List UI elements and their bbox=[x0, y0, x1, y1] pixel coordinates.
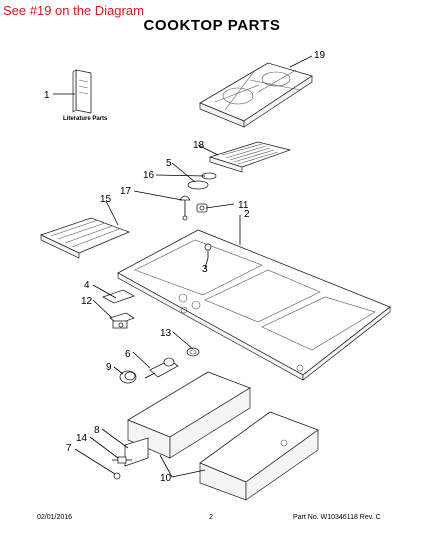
footer-page-number: 2 bbox=[209, 514, 213, 521]
callout-19: 19 bbox=[314, 50, 326, 61]
valve-stem bbox=[144, 357, 179, 379]
footer-part-number: Part No. W10346118 Rev. C bbox=[293, 514, 381, 521]
callout-15: 15 bbox=[100, 194, 112, 205]
footer-date: 02/01/2016 bbox=[37, 514, 73, 521]
callout-12: 12 bbox=[81, 296, 93, 307]
callout-8: 8 bbox=[94, 425, 100, 436]
box-screw bbox=[113, 472, 121, 480]
cooktop-main-top bbox=[117, 229, 391, 381]
callout-2: 2 bbox=[244, 209, 250, 220]
griddle-grate bbox=[39, 217, 131, 259]
burner-box-upper bbox=[127, 371, 251, 459]
page-title: COOKTOP PARTS bbox=[143, 17, 281, 34]
literature-parts-label: Literature Parts bbox=[63, 116, 108, 122]
control-knob bbox=[119, 370, 137, 384]
callout-7: 7 bbox=[66, 443, 72, 454]
mounting-screw bbox=[204, 243, 212, 258]
burner-cover bbox=[208, 141, 292, 173]
burner-valve bbox=[112, 456, 132, 464]
callout-9: 9 bbox=[106, 362, 112, 373]
knob-bezel bbox=[186, 347, 200, 357]
burner-cap bbox=[187, 180, 209, 190]
leader-lines bbox=[53, 55, 313, 478]
callout-16: 16 bbox=[143, 170, 155, 181]
callout-18: 18 bbox=[193, 140, 205, 151]
callout-3: 3 bbox=[202, 264, 208, 275]
igniter-spacer bbox=[102, 289, 135, 304]
igniter-pin bbox=[179, 195, 191, 221]
callout-4: 4 bbox=[84, 280, 90, 291]
valve-bracket bbox=[196, 203, 208, 213]
callout-17: 17 bbox=[120, 186, 132, 197]
callout-13: 13 bbox=[160, 328, 172, 339]
literature-parts-booklet bbox=[72, 69, 92, 114]
burner-box-lower bbox=[199, 411, 319, 501]
callout-5: 5 bbox=[166, 158, 172, 169]
callout-6: 6 bbox=[125, 349, 131, 360]
callout-10: 10 bbox=[160, 473, 172, 484]
callout-11: 11 bbox=[238, 200, 249, 211]
see-diagram-note: See #19 on the Diagram bbox=[3, 3, 144, 18]
burner-grate bbox=[199, 62, 313, 128]
callout-1: 1 bbox=[44, 90, 50, 101]
box-bracket bbox=[124, 437, 149, 467]
igniter-switch bbox=[109, 312, 135, 329]
callout-14: 14 bbox=[76, 433, 88, 444]
